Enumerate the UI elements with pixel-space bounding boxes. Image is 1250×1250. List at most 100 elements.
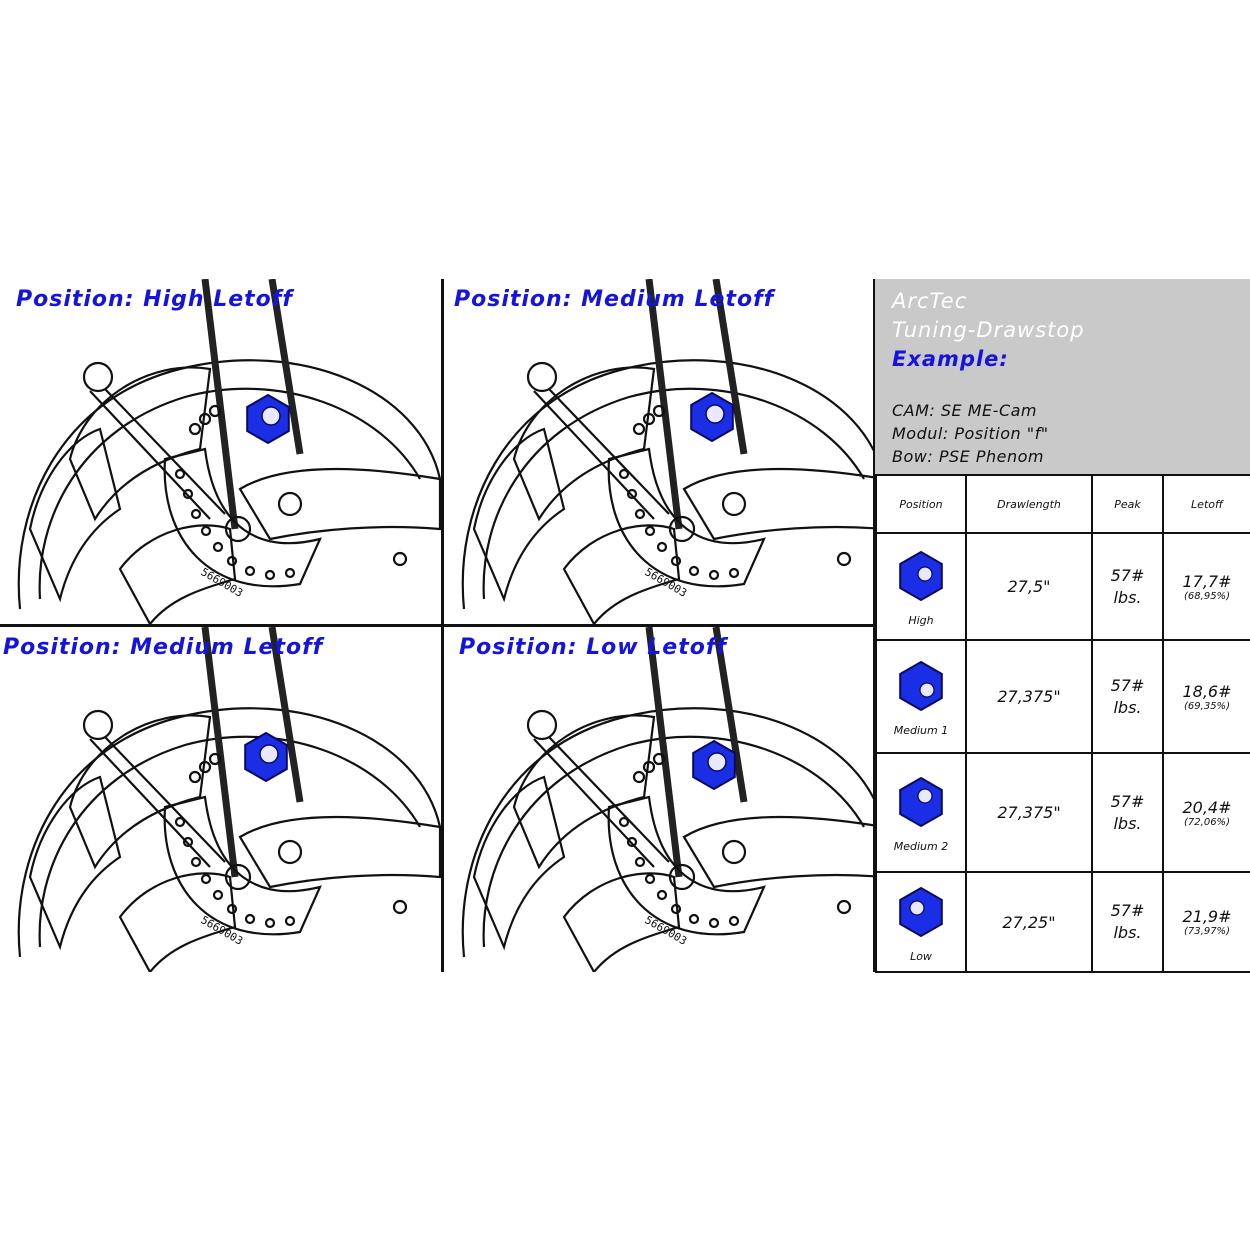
drawstop-hole [632, 770, 646, 784]
hex-nut-bolt [261, 406, 281, 426]
col-header-drawlength: Drawlength [965, 474, 1093, 534]
cam-strut [548, 736, 670, 863]
info-title-line2: Tuning-Drawstop [892, 318, 1085, 342]
cam-axle-arm [682, 467, 875, 541]
drawstop-hole [182, 836, 194, 848]
cam-strut [104, 388, 226, 515]
drawstop-hole [174, 468, 186, 480]
cam-art: 5669003 [461, 279, 875, 624]
drawstop-hole [626, 488, 638, 500]
table-row: Low 27,25" 57#lbs. 21,9#(73,97%) [875, 871, 1250, 973]
cam-axle-hub [721, 491, 747, 517]
position-label: Medium 2 [893, 840, 949, 853]
cam-wheel-inner [482, 735, 865, 948]
drawstop-hole [198, 760, 212, 774]
hex-nut-marker [692, 739, 736, 791]
panel-title: Position: Medium Letoff [3, 635, 324, 660]
drawstop-hole [244, 913, 256, 925]
drawstop-hole [174, 816, 186, 828]
letoff-value: 18,6# [1182, 681, 1232, 701]
cam-axle-arm [682, 815, 875, 889]
cam-hole [836, 899, 852, 915]
drawlength-cell: 27,375" [965, 752, 1093, 873]
drawstop-hole [652, 404, 666, 418]
bowstring [645, 279, 683, 530]
drawstop-hole [226, 555, 238, 567]
hex-position-icon [899, 660, 943, 712]
cam-spoke-window [28, 427, 122, 603]
cam-spoke-window [472, 427, 566, 603]
cam-art: 5669003 [461, 627, 875, 972]
cam-axle [668, 863, 696, 891]
position-cell: Low [875, 871, 967, 973]
peak-unit: lbs. [1113, 813, 1142, 833]
cam-pivot [82, 361, 114, 393]
bowstring [712, 279, 748, 455]
cam-pivot [526, 361, 558, 393]
drawstop-hole [670, 903, 682, 915]
cam-spoke-window [562, 524, 681, 624]
letoff-percent: (68,95%) [1184, 590, 1230, 602]
col-header-position: Position [875, 474, 967, 534]
cam-hole [392, 551, 408, 567]
bowstring [645, 627, 683, 878]
drawstop-hole [634, 856, 646, 868]
cam-module-arc [607, 795, 766, 936]
drawstop-hole [728, 567, 740, 579]
hex-nut-marker [244, 731, 288, 783]
position-cell: Medium 1 [875, 639, 967, 754]
panel-title: Position: Medium Letoff [454, 287, 775, 312]
drawstop-hole [200, 525, 212, 537]
panel-high-letoff: Position: High Letoff 5669003 [0, 279, 441, 624]
hex-icon-bolt [917, 566, 933, 582]
drawstop-hole [634, 508, 646, 520]
horizontal-divider [0, 624, 875, 627]
drawlength-cell: 27,25" [965, 871, 1093, 973]
peak-unit: lbs. [1113, 923, 1142, 942]
cam-axle-arm [238, 815, 441, 889]
letoff-value: 21,9# [1182, 907, 1232, 926]
drawstop-hole [208, 752, 222, 766]
panel-title: Position: Low Letoff [459, 635, 727, 660]
cam-spoke-window [28, 775, 122, 951]
table-header-row: Position Drawlength Peak Letoff [875, 474, 1250, 534]
bowstring [712, 627, 748, 803]
cam-art: 5669003 [17, 279, 441, 624]
letoff-cell: 18,6#(69,35%) [1162, 639, 1250, 754]
position-label: High [908, 614, 934, 627]
cam-module-arc [607, 447, 766, 588]
panel-medium-letoff-2: Position: Medium Letoff 5669003 [0, 627, 441, 972]
panel-low-letoff: Position: Low Letoff 5669003 [444, 627, 875, 972]
cam-spoke-window [68, 714, 212, 870]
cam-axle-arm [238, 467, 441, 541]
drawstop-sheet: Position: High Letoff 5669003 Position: … [0, 279, 1250, 973]
cam-axle [224, 863, 252, 891]
cam-axle-hub [721, 839, 747, 865]
drawstop-hole [284, 567, 296, 579]
info-header: ArcTec Tuning-Drawstop Example: CAM: SE … [875, 279, 1250, 474]
cam-art: 5669003 [17, 627, 441, 972]
col-header-peak: Peak [1091, 474, 1164, 534]
hex-position-icon [899, 550, 943, 602]
cam-drawing: 5669003 [461, 279, 875, 624]
peak-value: 57# [1110, 791, 1145, 811]
cam-spoke-window [68, 366, 212, 522]
peak-unit: lbs. [1113, 587, 1142, 607]
peak-unit: lbs. [1113, 697, 1142, 717]
bowstring [268, 279, 304, 455]
hex-icon-bolt [919, 682, 935, 698]
cam-hole [392, 899, 408, 915]
cam-spoke-window [472, 775, 566, 951]
letoff-cell: 20,4#(72,06%) [1162, 752, 1250, 873]
cam-wheel-inner [482, 387, 865, 600]
cam-axle-hub [277, 839, 303, 865]
drawstop-hole [212, 541, 224, 553]
cam-axle-hub [277, 491, 303, 517]
table-row: Medium 1 27,375" 57#lbs. 18,6#(69,35%) [875, 639, 1250, 754]
cam-module-arc [163, 447, 322, 588]
cam-wheel-inner [38, 735, 421, 948]
drawstop-hole [188, 422, 202, 436]
cam-pivot [526, 709, 558, 741]
position-cell: High [875, 532, 967, 641]
drawstop-hole [644, 525, 656, 537]
